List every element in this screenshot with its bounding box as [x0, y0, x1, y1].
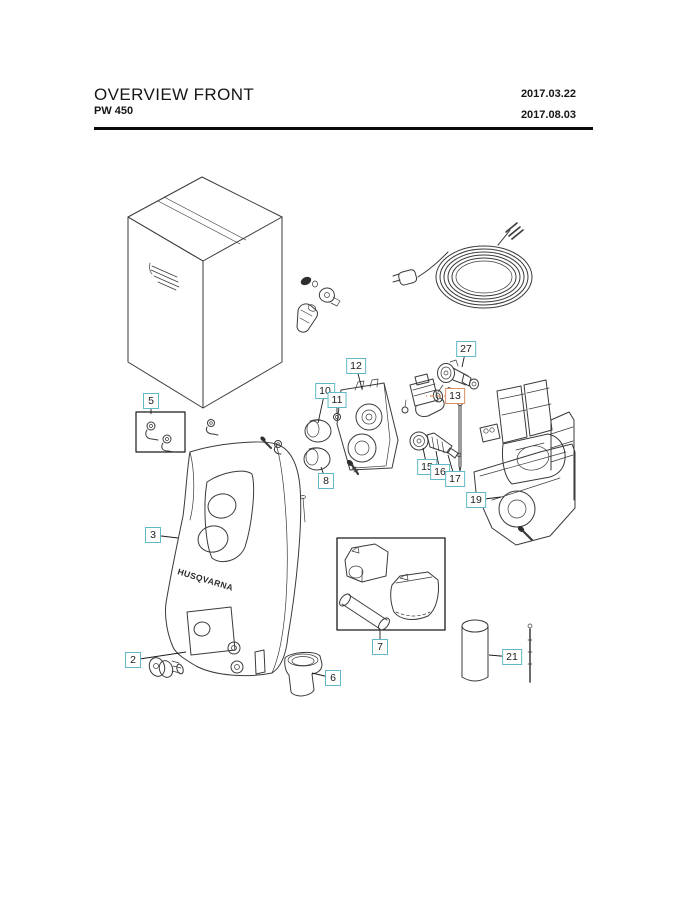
leader-line-2 [132, 651, 187, 661]
knob-lower [303, 447, 331, 471]
power-cord [392, 222, 533, 309]
detergent-cup [284, 651, 323, 697]
strain-relief-hardware [296, 276, 341, 333]
part-label-6[interactable]: 6 [325, 670, 341, 686]
part-label-3[interactable]: 3 [145, 527, 161, 543]
carton-box [127, 176, 283, 409]
revision-dates: 2017.03.22 2017.08.03 [521, 84, 576, 126]
filter-cylinder [461, 619, 489, 682]
power-plug [148, 657, 184, 678]
part-label-16[interactable]: 16 [430, 464, 450, 480]
part-label-8[interactable]: 8 [318, 473, 334, 489]
page-title: OVERVIEW FRONT [94, 85, 255, 104]
panel-bracket [336, 378, 399, 471]
front-cover: HUSQVARNA [165, 441, 306, 677]
brand-logo: HUSQVARNA [176, 566, 234, 592]
knob-upper [304, 419, 332, 443]
accessory-box [336, 537, 446, 631]
cable-clip [205, 419, 219, 436]
header-rule [94, 127, 593, 130]
part-label-11[interactable]: 11 [327, 392, 347, 408]
o-ring [333, 413, 341, 421]
part-label-17[interactable]: 17 [445, 471, 465, 487]
part-label-21[interactable]: 21 [502, 649, 522, 665]
date-created: 2017.03.22 [520, 88, 576, 100]
pull-rod [457, 400, 463, 472]
switch-assembly [401, 373, 451, 417]
model-number: PW 450 [94, 105, 134, 117]
clip-kit-box [135, 411, 186, 453]
part-label-5[interactable]: 5 [143, 393, 159, 409]
part-label-12[interactable]: 12 [346, 358, 366, 374]
part-label-7[interactable]: 7 [372, 639, 388, 655]
valve-assembly [409, 431, 462, 459]
part-label-27[interactable]: 27 [456, 341, 476, 357]
part-label-2[interactable]: 2 [125, 652, 141, 668]
panel-screw [346, 460, 360, 476]
part-label-19[interactable]: 19 [466, 492, 486, 508]
part-label-13[interactable]: 13 [445, 388, 465, 404]
dipstick-rod [527, 623, 533, 683]
pump-assembly [473, 379, 576, 546]
date-revised: 2017.08.03 [520, 109, 576, 121]
